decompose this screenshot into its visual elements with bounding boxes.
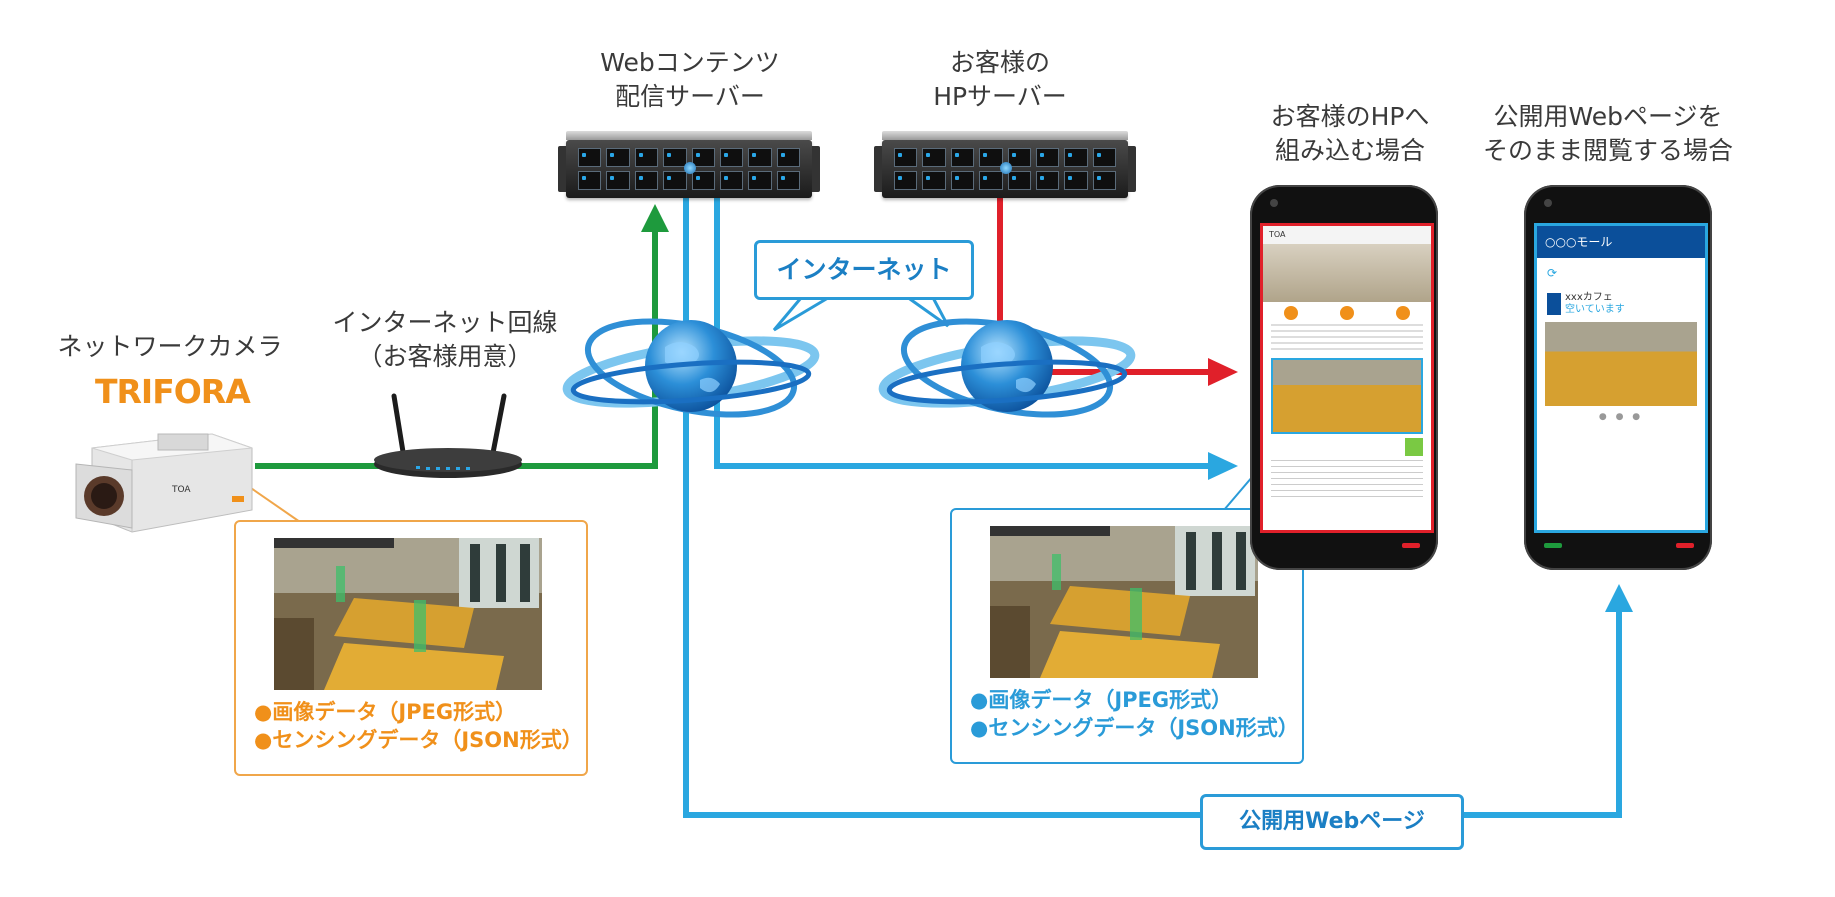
cafe-status: 空いています — [1565, 304, 1625, 315]
hp-screen: TOA — [1260, 223, 1434, 533]
public-case-label: 公開用Webページを そのまま閲覧する場合 — [1482, 102, 1733, 165]
web-server-label: Webコンテンツ 配信サーバー — [600, 48, 780, 111]
internet-callout: インターネット — [754, 240, 974, 300]
router-icon — [374, 393, 522, 478]
pager-dots: ● ● ● — [1598, 412, 1644, 422]
network-camera-icon: TOA — [75, 433, 253, 533]
camera-data-list: ●画像データ（JPEG形式） ●センシングデータ（JSON形式） — [254, 700, 583, 752]
camera-brand: TRIFORA — [95, 372, 251, 411]
cafe-name: xxxカフェ — [1565, 292, 1613, 303]
smartphone-public-page: ○○○モール ⟳ xxxカフェ 空いています ● ● ● — [1524, 185, 1712, 570]
mall-header: ○○○モール — [1537, 226, 1705, 258]
web-content-server — [558, 131, 820, 198]
public-cafe-photo — [1545, 322, 1697, 406]
phone-data-list: ●画像データ（JPEG形式） ●センシングデータ（JSON形式） — [970, 688, 1299, 740]
camera-title: ネットワークカメラ — [57, 332, 283, 361]
refresh-icon: ⟳ — [1547, 266, 1558, 280]
embed-case-label: お客様のHPへ 組み込む場合 — [1270, 102, 1430, 165]
cafe-photo-2 — [990, 526, 1258, 678]
red-arrow — [1208, 358, 1238, 386]
cafe-photo — [274, 538, 542, 690]
hp-server — [874, 131, 1136, 198]
person-icon — [1547, 293, 1561, 315]
globe-icon — [878, 318, 1136, 418]
svg-text:TOA: TOA — [171, 485, 191, 495]
smartphone-hp-embed: TOA — [1250, 185, 1438, 570]
hp-server-label: お客様の HPサーバー — [933, 48, 1067, 111]
blue-arrow-phone2 — [1605, 584, 1633, 612]
blue-arrow-phone1 — [1208, 452, 1238, 480]
green-arrow — [641, 204, 669, 232]
public-web-page-label: 公開用Webページ — [1200, 794, 1464, 850]
globe-icon — [562, 318, 820, 418]
blue-line-public — [683, 186, 1622, 818]
public-screen: ○○○モール ⟳ xxxカフェ 空いています ● ● ● — [1534, 223, 1708, 533]
blue-line-phone1 — [714, 186, 1210, 469]
internet-line-label: インターネット回線 （お客様用意） — [332, 308, 558, 371]
